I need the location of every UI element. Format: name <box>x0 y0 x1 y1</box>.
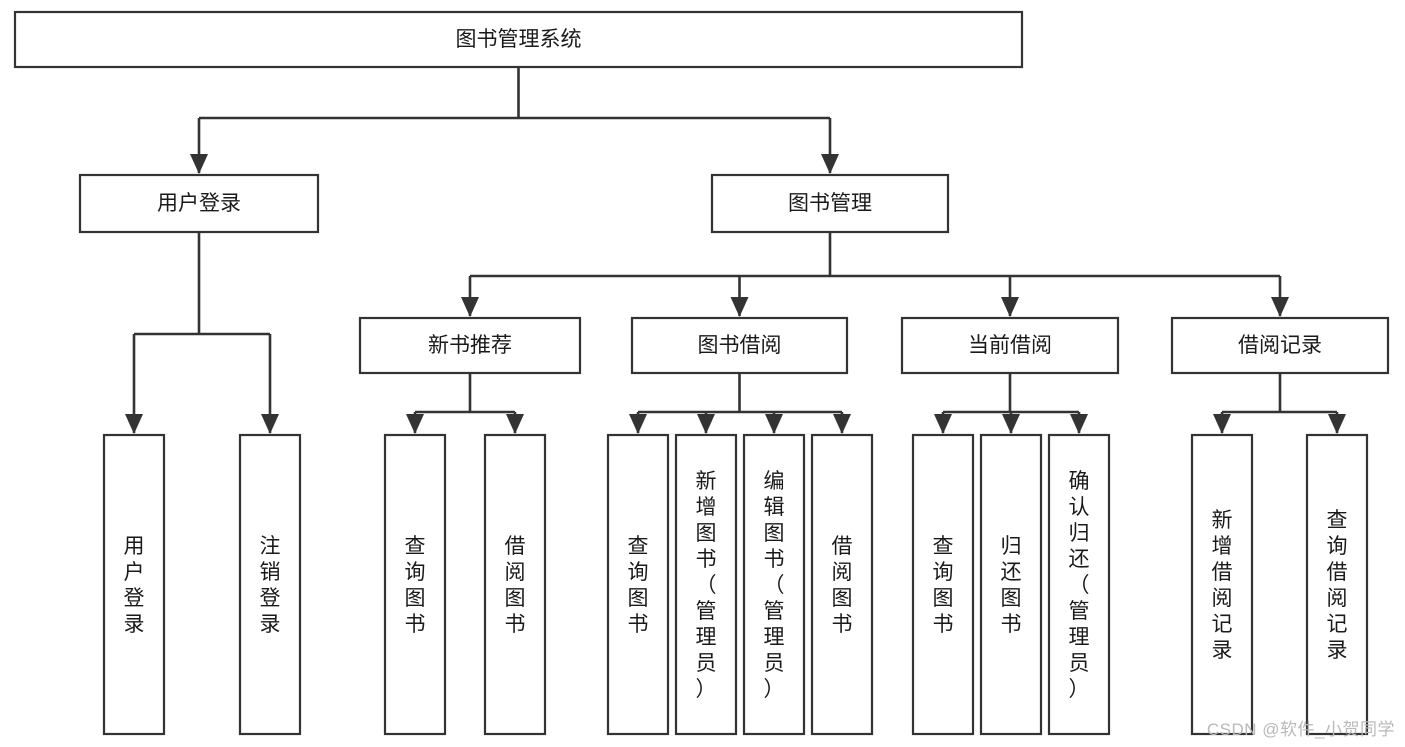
arrow-head-icon-to-book-borrow <box>730 297 749 317</box>
node-user-login[interactable]: 用户登录 <box>78 173 320 234</box>
node-cb-return-book[interactable]: 归还图书 <box>979 433 1043 736</box>
node-label-new-book-recommend: 新书推荐 <box>428 334 512 357</box>
node-box-book-borrow <box>630 316 849 375</box>
arrow-head-icon-to-br-query-record <box>1328 414 1346 434</box>
arrow-head-icon-to-nbr-borrow-book <box>506 414 524 434</box>
node-label-cb-confirm-return: 确认归还（管理员） <box>1069 470 1090 701</box>
node-box-current-borrow <box>900 316 1120 375</box>
node-nbr-borrow-book[interactable]: 借阅图书 <box>483 433 547 736</box>
node-label-current-borrow: 当前借阅 <box>968 334 1052 357</box>
arrow-head-icon-to-cb-confirm-return <box>1070 414 1088 434</box>
node-book-borrow[interactable]: 图书借阅 <box>630 316 849 375</box>
node-box-book-manage <box>710 173 950 234</box>
node-box-bb-borrow-book <box>810 433 874 736</box>
node-box-br-query-record <box>1305 433 1369 736</box>
node-borrow-record[interactable]: 借阅记录 <box>1170 316 1390 375</box>
arrow-head-icon-to-cb-return-book <box>1002 414 1020 434</box>
node-box-cb-return-book <box>979 433 1043 736</box>
node-label-nbr-borrow-book: 借阅图书 <box>505 535 526 636</box>
node-box-cb-query-book <box>911 433 975 736</box>
node-label-borrow-record: 借阅记录 <box>1238 334 1322 357</box>
arrow-head-icon-to-borrow-record <box>1271 297 1289 317</box>
arrow-head-icon-to-bb-add-book <box>697 414 715 434</box>
node-label-bb-edit-book: 编辑图书（管理员） <box>764 470 785 701</box>
node-box-nbr-borrow-book <box>483 433 547 736</box>
node-label-bb-borrow-book: 借阅图书 <box>832 535 853 636</box>
node-label-book-manage: 图书管理 <box>788 192 872 215</box>
node-cb-query-book[interactable]: 查询图书 <box>911 433 975 736</box>
node-box-br-add-record <box>1190 433 1254 736</box>
arrow-head-icon-to-book-manage <box>821 154 839 174</box>
node-box-borrow-record <box>1170 316 1390 375</box>
arrow-head-icon-to-bb-edit-book <box>765 414 783 434</box>
node-root[interactable]: 图书管理系统 <box>13 10 1024 69</box>
node-label-cb-return-book: 归还图书 <box>1001 535 1022 636</box>
node-box-user-login <box>78 173 320 234</box>
node-label-cb-query-book: 查询图书 <box>933 535 954 636</box>
node-label-root: 图书管理系统 <box>456 28 582 51</box>
node-cb-confirm-return[interactable]: 确认归还（管理员） <box>1047 433 1111 736</box>
node-label-bb-add-book: 新增图书（管理员） <box>696 470 717 701</box>
node-label-br-add-record: 新增借阅记录 <box>1212 509 1233 662</box>
node-current-borrow[interactable]: 当前借阅 <box>900 316 1120 375</box>
arrow-head-icon-to-bb-query-book <box>629 414 647 434</box>
node-label-br-query-record: 查询借阅记录 <box>1327 509 1348 662</box>
node-new-book-recommend[interactable]: 新书推荐 <box>358 316 582 375</box>
node-bb-edit-book[interactable]: 编辑图书（管理员） <box>742 433 806 736</box>
watermark-text: CSDN @软件_小贺同学 <box>1206 720 1395 739</box>
arrow-head-icon-to-new-book-recommend <box>461 297 479 317</box>
arrow-head-icon-to-bb-borrow-book <box>833 414 851 434</box>
arrow-head-icon-to-user-login-do <box>125 414 143 434</box>
arrow-head-icon-to-cb-query-book <box>934 414 952 434</box>
arrow-head-icon-to-br-add-record <box>1213 414 1231 434</box>
node-box-cb-confirm-return <box>1047 433 1111 736</box>
arrow-head-icon-to-user-logout <box>261 414 279 434</box>
node-label-nbr-query-book: 查询图书 <box>405 535 426 636</box>
arrow-head-icon-to-user-login <box>190 154 208 174</box>
node-box-bb-add-book <box>674 433 738 736</box>
node-box-nbr-query-book <box>383 433 447 736</box>
node-bb-add-book[interactable]: 新增图书（管理员） <box>674 433 738 736</box>
node-user-login-do[interactable]: 用户登录 <box>102 433 166 736</box>
node-label-user-logout: 注销登录 <box>260 535 281 636</box>
node-label-user-login-do: 用户登录 <box>124 535 145 636</box>
nodes-layer: 用户登录注销登录查询图书借阅图书查询图书新增图书（管理员）编辑图书（管理员）借阅… <box>13 10 1390 736</box>
connectors-layer <box>125 67 1346 434</box>
node-box-bb-query-book <box>606 433 670 736</box>
node-box-user-login-do <box>102 433 166 736</box>
node-br-query-record[interactable]: 查询借阅记录 <box>1305 433 1369 736</box>
arrow-head-icon-to-nbr-query-book <box>406 414 424 434</box>
node-box-user-logout <box>238 433 302 736</box>
node-label-bb-query-book: 查询图书 <box>628 535 649 636</box>
node-bb-borrow-book[interactable]: 借阅图书 <box>810 433 874 736</box>
node-box-root <box>13 10 1024 69</box>
arrow-head-icon-to-current-borrow <box>1001 297 1019 317</box>
node-bb-query-book[interactable]: 查询图书 <box>606 433 670 736</box>
node-nbr-query-book[interactable]: 查询图书 <box>383 433 447 736</box>
node-label-book-borrow: 图书借阅 <box>698 334 782 357</box>
node-label-user-login: 用户登录 <box>157 192 241 215</box>
node-user-logout[interactable]: 注销登录 <box>238 433 302 736</box>
node-box-new-book-recommend <box>358 316 582 375</box>
node-book-manage[interactable]: 图书管理 <box>710 173 950 234</box>
node-box-bb-edit-book <box>742 433 806 736</box>
node-br-add-record[interactable]: 新增借阅记录 <box>1190 433 1254 736</box>
